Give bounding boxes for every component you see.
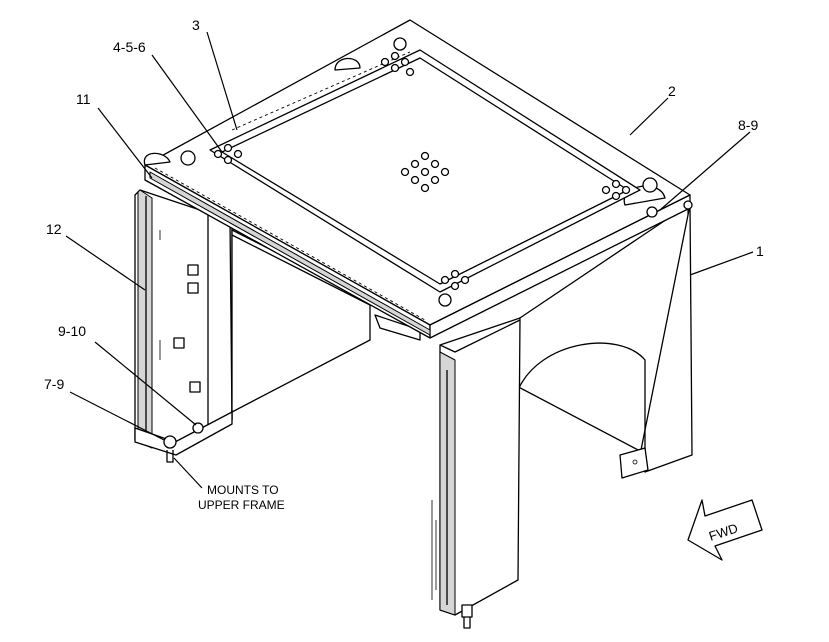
leader-lines (65, 31, 754, 489)
callout-9-10: 9-10 (58, 323, 86, 339)
callout-1: 1 (756, 243, 764, 259)
callout-8-9: 8-9 (738, 117, 758, 133)
right-side-panel (449, 204, 693, 479)
note-line-1: MOUNTS TO (207, 483, 279, 497)
forward-arrow-icon: FWD (687, 499, 763, 561)
front-right-panel (431, 317, 521, 629)
bolt-group-left (213, 143, 243, 165)
callout-11: 11 (76, 91, 91, 107)
callout-3: 3 (192, 17, 200, 33)
callout-4-5-6: 4-5-6 (113, 39, 146, 55)
bolt-group-rear (380, 51, 415, 77)
callout-labels: 1 2 3 4-5-6 8-9 11 12 9-10 7-9 (44, 17, 764, 392)
bolt-group-center (400, 151, 450, 193)
mount-note: MOUNTS TO UPPER FRAME (198, 483, 285, 512)
callout-2: 2 (668, 83, 676, 99)
mounting-plate (209, 49, 641, 293)
bolt-8-9 (646, 200, 693, 218)
bolt-group-front (440, 269, 470, 291)
left-side-frame (134, 189, 233, 463)
bolt-group-right (601, 179, 631, 201)
callout-7-9: 7-9 (44, 376, 64, 392)
callout-12: 12 (46, 221, 62, 237)
note-line-2: UPPER FRAME (198, 498, 285, 512)
